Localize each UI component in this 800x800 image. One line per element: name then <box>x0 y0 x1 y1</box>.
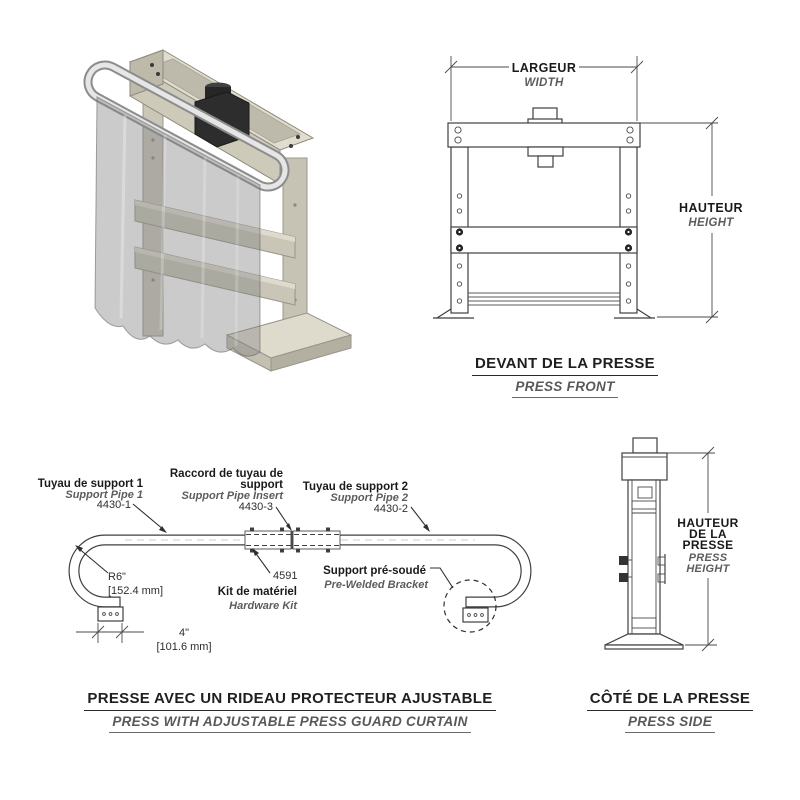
width-label-fr: LARGEUR <box>512 61 577 75</box>
figure-iso-press-render <box>83 49 353 372</box>
height-label-fr: HAUTEUR <box>679 201 743 215</box>
welded-bracket-left <box>97 606 124 622</box>
front-caption-en: PRESS FRONT <box>512 379 618 398</box>
side-caption-en: PRESS SIDE <box>624 714 716 733</box>
svg-text:Hardware Kit: Hardware Kit <box>229 600 298 612</box>
figure-side-view: HAUTEUR DE LA PRESSE PRESS HEIGHT <box>604 437 738 652</box>
svg-text:PRESSE: PRESSE <box>682 538 733 552</box>
label-hardware-kit: 4591 Kit de matériel Hardware Kit <box>218 548 298 612</box>
label-radius: R6" [152.4 mm] <box>75 545 163 597</box>
svg-text:4591: 4591 <box>273 570 297 582</box>
bracket-width-dimension: 4" [101.6 mm] <box>76 623 212 653</box>
width-label-en: WIDTH <box>524 77 564 89</box>
svg-text:Support Pipe 1: Support Pipe 1 <box>65 489 143 501</box>
label-support-pipe-1: Tuyau de support 1 Support Pipe 1 4430-1 <box>38 478 167 533</box>
svg-text:R6": R6" <box>108 571 126 583</box>
svg-text:[101.6 mm]: [101.6 mm] <box>156 641 211 653</box>
svg-text:4430-1: 4430-1 <box>97 499 131 511</box>
svg-text:4430-2: 4430-2 <box>374 503 408 515</box>
pipe-view-caption: PRESSE AVEC UN RIDEAU PROTECTEUR AJUSTAB… <box>35 689 545 733</box>
svg-text:support: support <box>240 479 283 491</box>
pipe-caption-en: PRESS WITH ADJUSTABLE PRESS GUARD CURTAI… <box>109 714 471 733</box>
svg-text:Raccord de tuyau de: Raccord de tuyau de <box>170 468 283 480</box>
height-label-en: HEIGHT <box>688 217 734 229</box>
width-dimension: LARGEUR WIDTH <box>444 56 644 121</box>
front-caption-fr: DEVANT DE LA PRESSE <box>472 355 658 376</box>
pipe-insert-sleeve <box>244 527 341 553</box>
label-prewelded-bracket: Support pré-soudé Pre-Welded Bracket <box>323 565 454 591</box>
press-base <box>225 312 353 372</box>
label-support-pipe-2: Tuyau de support 2 Support Pipe 2 4430-2 <box>303 481 430 532</box>
svg-text:DE LA: DE LA <box>689 527 727 541</box>
welded-bracket-right <box>443 579 497 633</box>
front-view-caption: DEVANT DE LA PRESSE PRESS FRONT <box>420 354 710 398</box>
svg-text:4430-3: 4430-3 <box>239 501 273 513</box>
svg-text:Tuyau de support 2: Tuyau de support 2 <box>303 481 408 493</box>
side-view-caption: CÔTÉ DE LA PRESSE PRESS SIDE <box>575 689 765 733</box>
figure-guard-curtain-diagram: Tuyau de support 1 Support Pipe 1 4430-1… <box>38 468 532 653</box>
side-view-drawing <box>604 437 684 650</box>
svg-text:[152.4 mm]: [152.4 mm] <box>108 585 163 597</box>
svg-text:HAUTEUR: HAUTEUR <box>677 516 738 530</box>
svg-text:Support pré-soudé: Support pré-soudé <box>323 565 426 577</box>
svg-text:4": 4" <box>179 627 189 639</box>
press-table-beams <box>134 199 296 306</box>
svg-text:Support Pipe 2: Support Pipe 2 <box>330 492 408 504</box>
bracket-detail-circle <box>443 579 497 633</box>
press-height-dimension: HAUTEUR DE LA PRESSE PRESS HEIGHT <box>667 446 738 652</box>
svg-text:Pre-Welded Bracket: Pre-Welded Bracket <box>324 579 429 591</box>
front-view-drawing <box>433 107 655 319</box>
figure-front-view: LARGEUR WIDTH <box>433 56 743 324</box>
svg-text:Kit de matériel: Kit de matériel <box>218 586 297 598</box>
side-caption-fr: CÔTÉ DE LA PRESSE <box>586 690 754 711</box>
svg-text:PRESS: PRESS <box>689 552 728 564</box>
svg-text:Support Pipe Insert: Support Pipe Insert <box>182 490 285 502</box>
pipe-caption-fr: PRESSE AVEC UN RIDEAU PROTECTEUR AJUSTAB… <box>84 690 496 711</box>
svg-text:Tuyau de support 1: Tuyau de support 1 <box>38 478 144 490</box>
height-dimension: HAUTEUR HEIGHT <box>640 116 743 324</box>
label-pipe-insert: Raccord de tuyau de support Support Pipe… <box>170 468 292 531</box>
svg-text:HEIGHT: HEIGHT <box>686 563 730 575</box>
guard-curtain <box>94 96 261 357</box>
